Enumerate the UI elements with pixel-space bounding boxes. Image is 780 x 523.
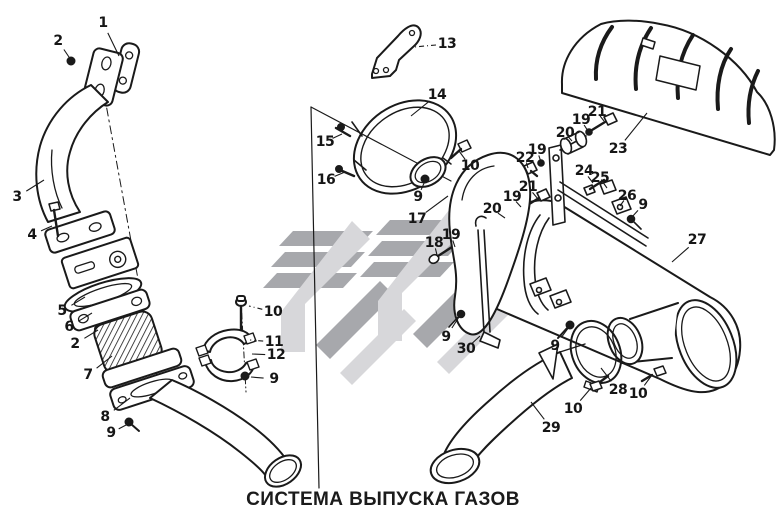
leader-line-24 (587, 176, 594, 184)
leader-line-2 (84, 329, 99, 339)
leader-line-9 (451, 316, 460, 329)
support-bracket (371, 24, 422, 79)
leader-line-10 (248, 305, 263, 310)
leader-line-4 (40, 225, 53, 232)
leader-line-20 (567, 136, 573, 142)
hanger-strap (448, 215, 501, 349)
leader-line-8 (113, 397, 131, 411)
leader-line-28 (600, 367, 612, 382)
leader-line-9 (118, 423, 129, 430)
leader-line-7 (96, 355, 113, 369)
small-clamp (409, 139, 472, 188)
leader-line-25 (602, 182, 608, 189)
leader-line-19 (538, 155, 542, 163)
leader-line-23 (624, 112, 648, 141)
leader-line-5 (71, 296, 86, 306)
leader-line-9 (250, 376, 264, 379)
leader-lines (26, 32, 690, 430)
leader-line-13 (413, 44, 437, 48)
front-pipe-assembly (35, 42, 303, 488)
outlet-and-tailpipe (429, 302, 679, 485)
leader-line-1 (107, 32, 120, 57)
muffler-band (522, 214, 572, 315)
leader-line-21 (599, 115, 605, 122)
leader-line-21 (532, 192, 539, 200)
leader-line-20 (497, 212, 506, 219)
leader-line-29 (530, 401, 545, 420)
leader-line-10 (643, 374, 653, 386)
leader-line-2 (63, 49, 72, 61)
leader-line-18 (434, 248, 438, 256)
leader-line-10 (579, 387, 592, 401)
leader-line-12 (251, 353, 266, 356)
leader-line-22 (525, 162, 529, 169)
leader-line-10 (458, 150, 466, 160)
leader-line-30 (471, 335, 481, 344)
pipe-clamp (195, 295, 260, 393)
leader-line-16 (334, 171, 346, 177)
center-pipe (448, 151, 532, 336)
leader-line-19 (515, 201, 522, 208)
leader-line-3 (26, 179, 45, 192)
diagram-caption: СИСТЕМА ВЫПУСКА ГАЗОВ (246, 489, 520, 510)
leader-line-11 (249, 339, 264, 342)
leader-line-14 (410, 101, 429, 117)
leader-line-27 (671, 246, 690, 263)
leader-line-26 (619, 200, 625, 207)
leader-line-9 (420, 180, 426, 191)
leader-line-6 (78, 312, 93, 322)
leader-line-15 (332, 133, 343, 139)
leader-line-17 (425, 195, 449, 213)
leader-line-19 (452, 240, 456, 248)
heat-shield (560, 19, 776, 156)
leader-line-19 (583, 124, 589, 132)
leader-line-9 (631, 210, 639, 218)
leader-line-9 (560, 326, 570, 338)
